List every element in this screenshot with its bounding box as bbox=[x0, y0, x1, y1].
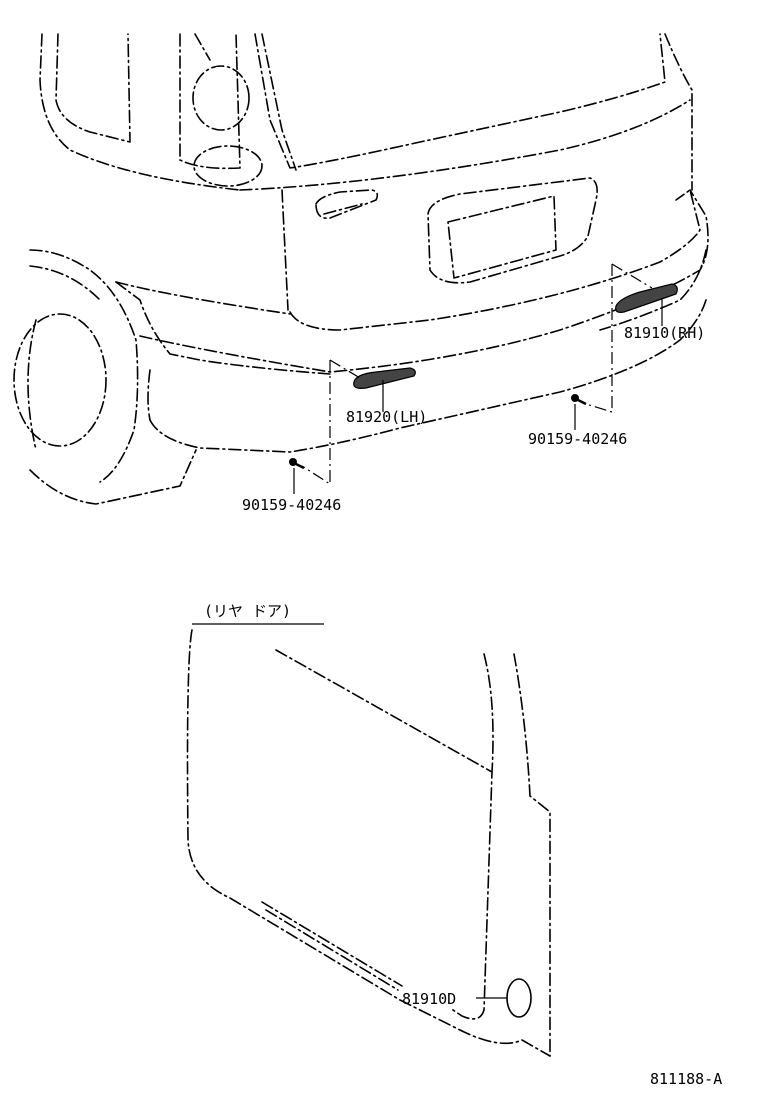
door-reflector-part bbox=[506, 978, 532, 1018]
tail-lamp-lower bbox=[193, 145, 263, 187]
rh-reflector-label: 81910(RH) bbox=[624, 324, 705, 342]
lh-reflector-label: 81920(LH) bbox=[346, 408, 427, 426]
rh-reflector-part bbox=[615, 283, 678, 313]
lh-reflector-part bbox=[353, 367, 416, 389]
screw-rh bbox=[571, 394, 587, 406]
vehicle-rear-illustration bbox=[13, 33, 709, 505]
tail-lamp-upper bbox=[192, 65, 250, 131]
door-reflector-label: 81910D bbox=[402, 990, 456, 1008]
screw-lh-label: 90159-40246 bbox=[242, 496, 341, 514]
diagram-code: 811188-A bbox=[650, 1070, 722, 1088]
rear-door-illustration bbox=[186, 623, 551, 1057]
screw-rh-label: 90159-40246 bbox=[528, 430, 627, 448]
rear-door-section-label: (リヤ ドア) bbox=[204, 602, 291, 620]
screw-lh bbox=[289, 458, 305, 470]
